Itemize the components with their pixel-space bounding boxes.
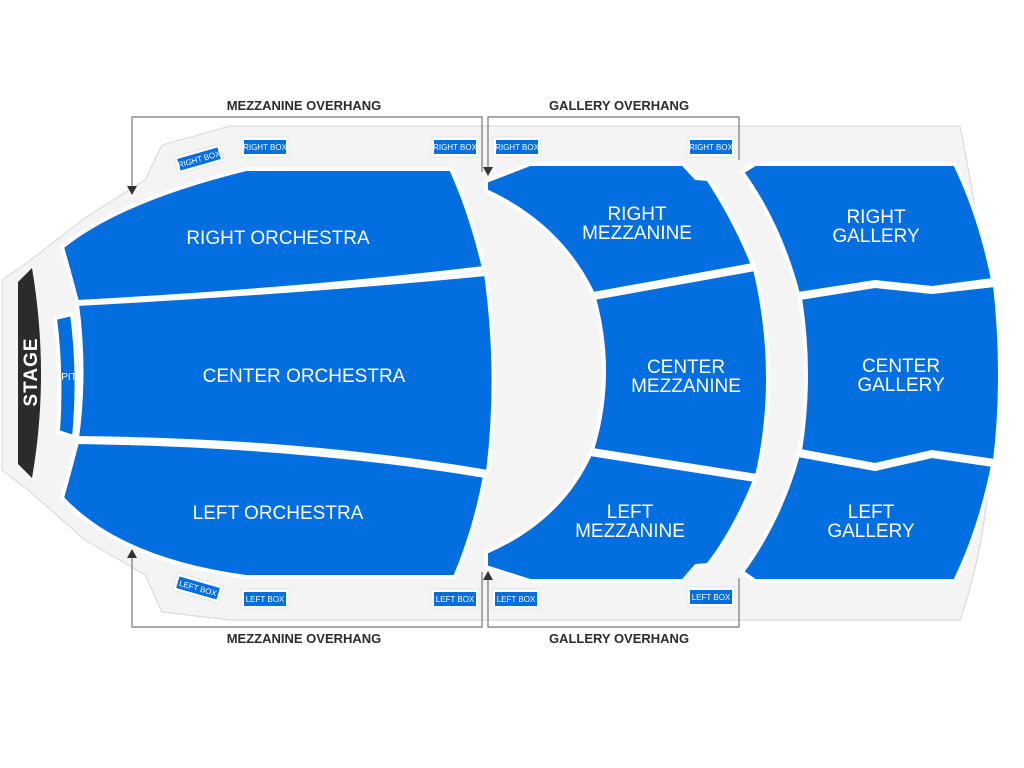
section-left-mezzanine[interactable] (484, 452, 757, 583)
gallery-overhang-bottom-label: GALLERY OVERHANG (549, 631, 689, 646)
left-box-2[interactable]: LEFT BOX (240, 588, 290, 610)
mezzanine-overhang-top-bracket (131, 116, 483, 186)
left-box-5[interactable]: LEFT BOX (686, 586, 736, 608)
section-center-gallery[interactable] (798, 283, 1002, 467)
mezzanine-overhang-top-label: MEZZANINE OVERHANG (227, 98, 382, 113)
left-box-4[interactable]: LEFT BOX (491, 588, 541, 610)
mezzanine-overhang-bottom-label: MEZZANINE OVERHANG (227, 631, 382, 646)
arrow-down-icon (127, 186, 137, 195)
right-box-2[interactable]: RIGHT BOX (240, 136, 290, 158)
arrow-up-icon (483, 571, 493, 580)
section-left-orchestra[interactable] (60, 440, 487, 579)
gallery-overhang-top-bracket (487, 116, 740, 172)
arrow-up-icon (127, 549, 137, 558)
gallery-overhang-top-label: GALLERY OVERHANG (549, 98, 689, 113)
section-right-gallery[interactable] (740, 162, 995, 296)
stage (18, 268, 41, 478)
section-pit[interactable] (53, 312, 79, 439)
right-box-3[interactable]: RIGHT BOX (430, 136, 480, 158)
right-box-4[interactable]: RIGHT BOX (492, 136, 542, 158)
left-box-3[interactable]: LEFT BOX (430, 588, 480, 610)
section-left-gallery[interactable] (740, 453, 995, 583)
stage-label: STAGE (21, 337, 42, 406)
section-right-mezzanine[interactable] (484, 162, 755, 296)
arrow-down-icon (483, 167, 493, 176)
gallery-overhang-bottom-bracket (487, 572, 740, 628)
section-center-orchestra[interactable] (75, 272, 496, 474)
pit-label: PIT (61, 372, 77, 383)
right-box-5[interactable]: RIGHT BOX (686, 136, 736, 158)
section-center-mezzanine[interactable] (590, 267, 771, 478)
mezzanine-overhang-bottom-bracket (131, 556, 483, 628)
